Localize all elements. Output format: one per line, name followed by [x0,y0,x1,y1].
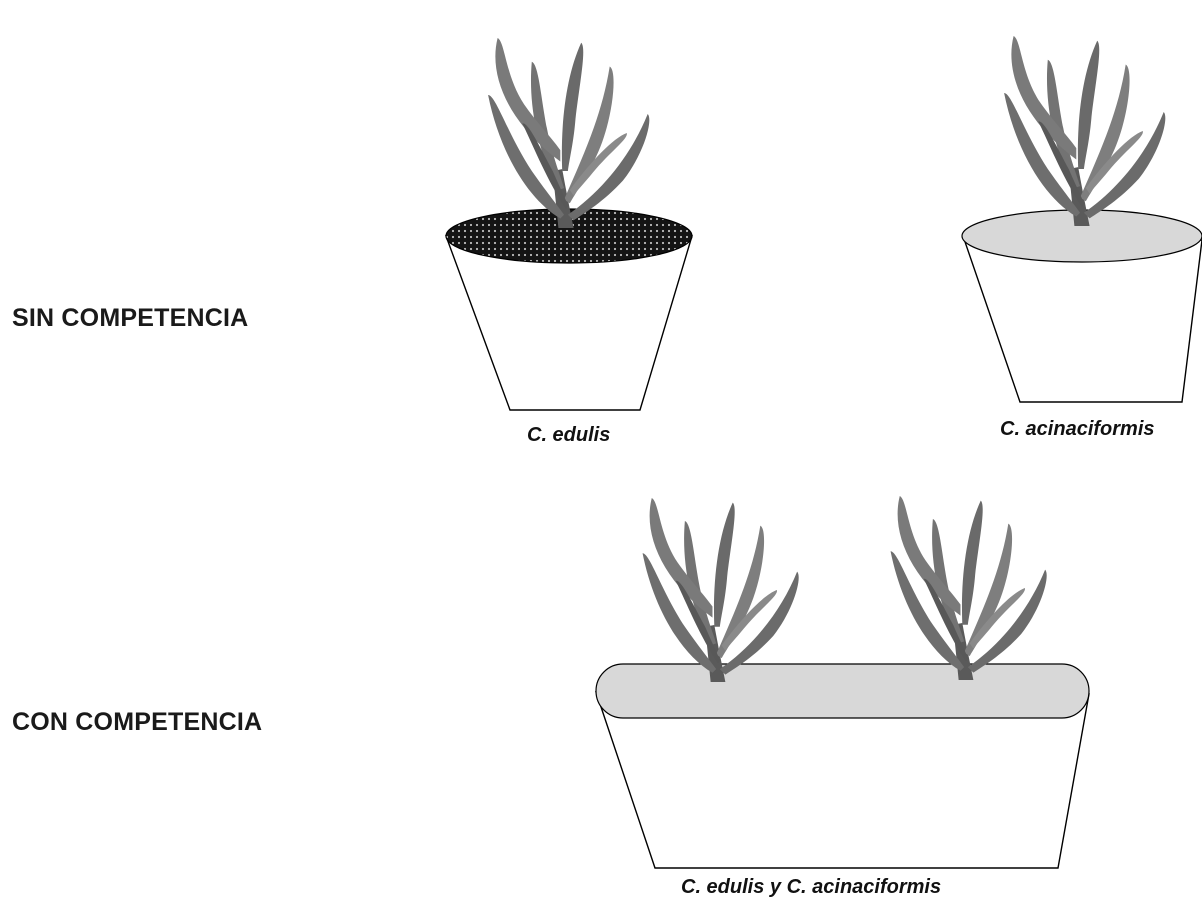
caption-both: C. edulis y C. acinaciformis [681,876,941,899]
plant-icon [1004,36,1165,226]
plant-icon [488,38,649,228]
caption-acinaciformis: C. acinaciformis [1000,418,1155,441]
caption-edulis: C. edulis [527,424,610,447]
plant-icon [891,496,1047,680]
plant-icon [643,498,799,682]
row-label-without-competition: SIN COMPETENCIA [12,304,248,333]
pot-acinaciformis [962,36,1202,402]
row-label-with-competition: CON COMPETENCIA [12,708,262,737]
pot-both [596,496,1089,868]
pot-edulis [446,38,692,410]
